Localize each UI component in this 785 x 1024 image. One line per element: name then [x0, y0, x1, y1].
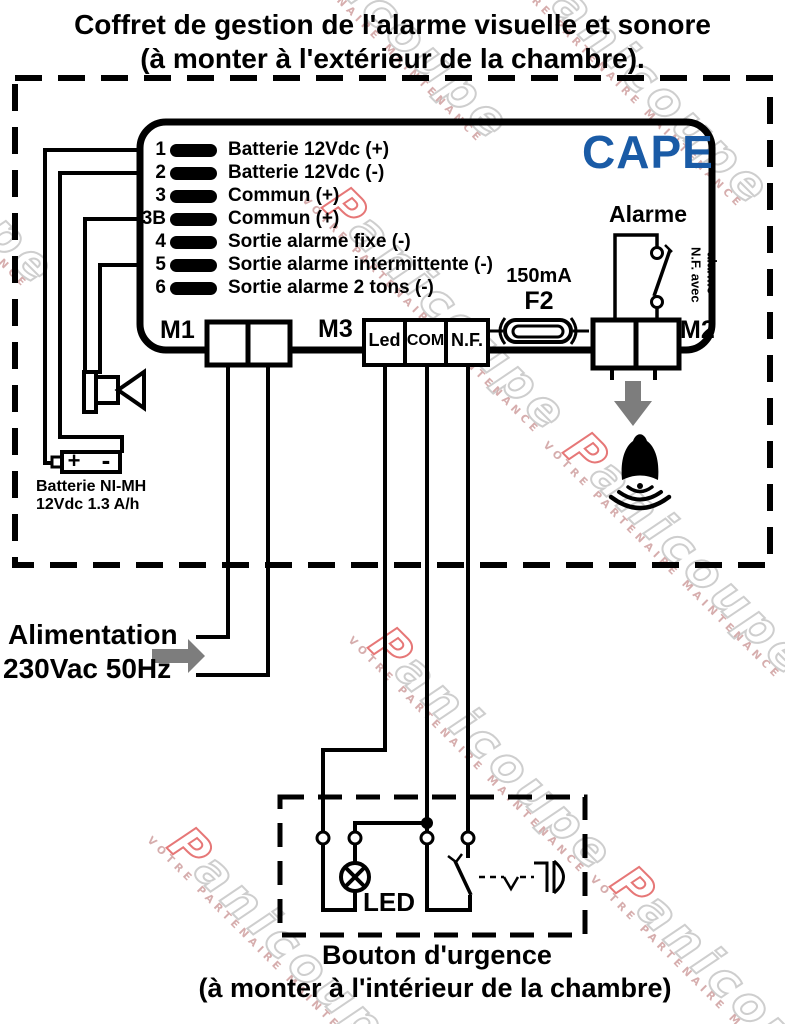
led-label: LED — [363, 887, 415, 917]
outdoor-enclosure-dashed-box — [12, 75, 773, 568]
fuse-name: F2 — [524, 287, 554, 315]
terminal-label: Sortie alarme 2 tons (-) — [228, 277, 434, 298]
junction-dot — [421, 817, 433, 829]
m3-cell-nf: N.F. — [450, 330, 483, 350]
emergency-button-dashed-box — [277, 794, 588, 938]
mains-wires — [196, 365, 270, 677]
alarm-contact-symbol — [613, 233, 673, 320]
alarm-label: Alarme — [609, 201, 687, 227]
horn-icon — [82, 368, 146, 414]
m1-terminal-block — [204, 319, 293, 368]
m3-terminal-block — [362, 318, 490, 367]
terminal-circles — [315, 830, 476, 846]
emergency-caption-line1: Bouton d'urgence — [322, 940, 552, 970]
power-label-line1: Alimentation — [8, 619, 178, 650]
terminal-number: 3 — [155, 185, 166, 206]
terminal-label: Batterie 12Vdc (-) — [228, 162, 385, 183]
m2-label: M2 — [680, 316, 715, 344]
terminal-number: 4 — [155, 231, 166, 252]
diagram-title-line2: (à monter à l'extérieur de la chambre). — [140, 43, 645, 74]
terminal-number: 2 — [155, 162, 166, 183]
fuse-rating: 150mA — [506, 265, 572, 287]
emergency-wires — [321, 365, 472, 912]
terminal-label: Commun (+) — [228, 185, 340, 206]
nf-note-line1: N.F. avec — [688, 247, 704, 303]
emergency-caption-line2: (à monter à l'intérieur de la chambre) — [198, 973, 672, 1003]
terminal-number: 3B — [141, 208, 166, 229]
m3-cell-com: COM — [406, 332, 445, 349]
terminal-pills — [170, 144, 217, 295]
pull-switch-symbol — [447, 853, 565, 896]
terminal-label: Sortie alarme intermittente (-) — [228, 254, 493, 275]
battery-plus-sign: + — [67, 448, 81, 473]
fuse-icon — [487, 317, 589, 345]
right-arrow-icon — [152, 639, 205, 673]
m3-label: M3 — [318, 315, 353, 343]
m2-output-stubs — [610, 368, 657, 380]
down-arrow-icon — [614, 381, 652, 426]
battery-icon — [50, 450, 122, 474]
led-symbol — [339, 861, 371, 893]
brand-logo: CAPE — [582, 126, 714, 178]
terminal-label: Sortie alarme fixe (-) — [228, 231, 411, 252]
nf-note-line2: alarme — [704, 252, 720, 294]
m2-terminal-block — [590, 317, 682, 371]
m1-label: M1 — [160, 316, 195, 344]
terminal-number: 5 — [155, 254, 166, 275]
battery-label-line1: Batterie NI-MH — [36, 478, 147, 495]
terminal-number: 6 — [155, 277, 166, 298]
terminal-label: Commun (+) — [228, 208, 340, 229]
battery-label-line2: 12Vdc 1.3 A/h — [36, 496, 140, 513]
bell-icon — [608, 434, 672, 511]
battery-minus-sign: - — [101, 445, 111, 475]
power-label-line2: 230Vac 50Hz — [3, 653, 172, 684]
m3-cell-led: Led — [368, 330, 401, 350]
battery-horn-wires — [43, 148, 140, 465]
terminal-label: Batterie 12Vdc (+) — [228, 139, 390, 160]
terminal-number: 1 — [155, 139, 166, 160]
diagram-title-line1: Coffret de gestion de l'alarme visuelle … — [74, 9, 711, 40]
